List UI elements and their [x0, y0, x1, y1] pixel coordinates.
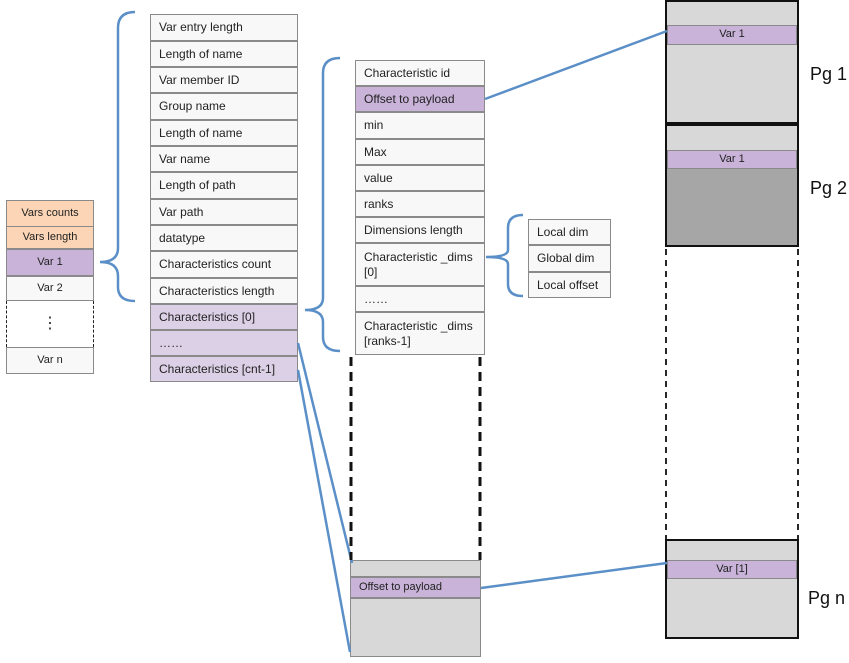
lower-top-cell [350, 560, 481, 577]
vars-ellipsis-cell: ⋮ [6, 301, 94, 347]
group-name-cell: Group name [150, 93, 298, 120]
char-cnt-1-to-lower-left-connector [296, 369, 352, 653]
characteristics-length-cell: Characteristics length [150, 278, 298, 304]
page-n-var: Var [1] [667, 560, 797, 579]
characteristic-dims-ellipsis-cell: …… [355, 286, 485, 312]
characteristics-cnt-1-cell: Characteristics [cnt-1] [150, 356, 298, 382]
lower-offset-to-payload-cell: Offset to payload [350, 577, 481, 598]
value-cell: value [355, 165, 485, 191]
offset-to-payload-cell: Offset to payload [355, 86, 485, 112]
dims-bracket [485, 213, 524, 298]
characteristics-0-cell: Characteristics [0] [150, 304, 298, 330]
page-1-label: Pg 1 [810, 64, 848, 84]
length-of-name-cell: Length of name [150, 41, 298, 67]
var-name-cell: Var name [150, 146, 298, 172]
var-entry-bracket [99, 10, 136, 303]
local-offset-cell: Local offset [528, 272, 611, 298]
page-n-box [665, 539, 799, 639]
page-1-var: Var 1 [667, 25, 797, 45]
offset-to-page1-connector [484, 29, 668, 101]
lower-offset-to-pagen-connector [480, 561, 668, 590]
characteristic-id-cell: Characteristic id [355, 60, 485, 86]
page-n-label: Pg n [808, 588, 846, 608]
var-1-cell: Var 1 [6, 249, 94, 276]
characteristic-dims-last-cell: Characteristic _dims [ranks-1] [355, 312, 485, 355]
max-cell: Max [355, 139, 485, 165]
characteristics-ellipsis-cell: …… [150, 330, 298, 356]
vars-length-cell: Vars length [6, 226, 94, 249]
min-cell: min [355, 112, 485, 139]
length-of-path-cell: Length of path [150, 172, 298, 199]
page-2-top-band [667, 126, 797, 150]
page-2-var: Var 1 [667, 150, 797, 169]
var-entry-length-cell: Var entry length [150, 14, 298, 41]
var-member-id-cell: Var member ID [150, 67, 298, 93]
local-dim-cell: Local dim [528, 219, 611, 245]
length-of-name-2-cell: Length of name [150, 120, 298, 146]
lower-bottom-cell [350, 598, 481, 657]
var-2-cell: Var 2 [6, 276, 94, 301]
vars-counts-cell: Vars counts [6, 200, 94, 227]
characteristics-count-cell: Characteristics count [150, 251, 298, 278]
page-2-label: Pg 2 [810, 178, 848, 198]
char-ellipsis-to-lower-top-connector [296, 342, 354, 564]
var-n-cell: Var n [6, 347, 94, 374]
ranks-cell: ranks [355, 191, 485, 217]
global-dim-cell: Global dim [528, 245, 611, 272]
page-1-box [665, 0, 799, 124]
datatype-cell: datatype [150, 225, 298, 251]
var-path-cell: Var path [150, 199, 298, 225]
dimensions-length-cell: Dimensions length [355, 217, 485, 243]
characteristic-dims-0-cell: Characteristic _dims [0] [355, 243, 485, 286]
characteristic-bracket [304, 56, 341, 353]
